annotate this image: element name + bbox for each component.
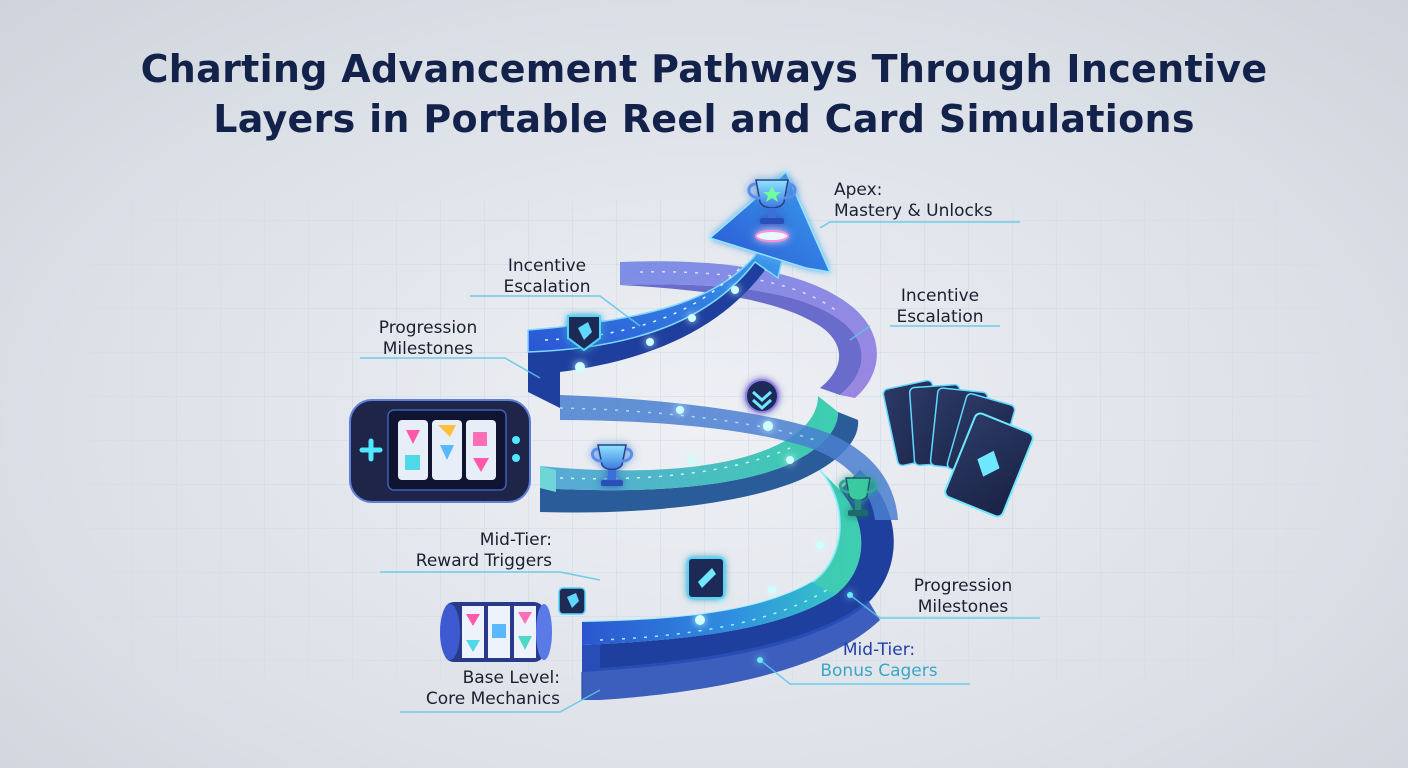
milestone-node — [763, 421, 773, 431]
title-line-1: Charting Advancement Pathways Through In… — [140, 47, 1268, 91]
milestone-node — [731, 286, 739, 294]
callout-line — [849, 594, 1040, 619]
callout-line — [400, 689, 601, 713]
callout-line — [360, 357, 541, 379]
shield-badge-icon — [567, 315, 601, 352]
milestone-node — [688, 314, 696, 322]
label-line: Milestones — [917, 597, 1009, 617]
trophy-icon — [591, 444, 633, 486]
milestone-node — [695, 615, 705, 625]
label-apex: Apex: Mastery & Unlocks — [834, 180, 993, 222]
milestone-node — [575, 362, 585, 372]
label-mid-tier-reward-triggers: Mid-Tier: Reward Triggers — [374, 530, 552, 572]
milestone-node — [676, 406, 684, 414]
playing-card-icon — [687, 557, 725, 599]
label-line: Mid-Tier: — [479, 530, 552, 550]
label-incentive-escalation-left: Incentive Escalation — [492, 256, 602, 298]
callout-dot — [757, 657, 763, 663]
chevron-badge-icon — [745, 379, 779, 413]
label-line: Bonus Cagers — [820, 661, 938, 681]
label-line: Base Level: — [462, 668, 560, 688]
label-progression-milestones-left: Progression Milestones — [362, 318, 494, 360]
label-base-level-core-mechanics: Base Level: Core Mechanics — [394, 668, 560, 710]
label-line: Milestones — [382, 339, 474, 359]
slot-reel-icon — [398, 420, 496, 480]
label-line: Progression — [913, 576, 1013, 596]
page-title: Charting Advancement Pathways Through In… — [0, 44, 1408, 144]
playing-card-fan — [882, 379, 1034, 518]
milestone-nodes — [575, 286, 824, 625]
label-line: Progression — [378, 318, 478, 338]
label-mid-tier-bonus-cagers: Mid-Tier: Bonus Cagers — [806, 640, 952, 682]
milestone-node — [786, 456, 794, 464]
milestone-node — [646, 338, 654, 346]
callout-line — [819, 221, 1020, 229]
callout-line — [380, 571, 601, 581]
milestone-node — [768, 586, 776, 594]
label-line: Incentive — [507, 256, 587, 276]
trophy-icon — [838, 477, 878, 516]
label-apex-line2: Mastery & Unlocks — [834, 201, 993, 221]
label-line: Escalation — [503, 277, 591, 297]
callout-dot — [847, 592, 853, 598]
upper-layer-path — [620, 261, 877, 398]
callout-line — [759, 659, 970, 685]
label-line: Reward Triggers — [415, 551, 552, 571]
callout-line — [470, 295, 641, 327]
slot-reel-icon — [440, 602, 552, 662]
shield-badge-icon — [558, 587, 586, 615]
label-line: Incentive — [900, 286, 980, 306]
milestone-node — [816, 541, 824, 549]
callout-lines — [360, 221, 1040, 713]
label-progression-milestones-right: Progression Milestones — [896, 576, 1030, 618]
handheld-console-icon — [349, 399, 531, 503]
milestone-node — [688, 456, 696, 464]
label-incentive-escalation-right: Incentive Escalation — [880, 286, 1000, 328]
mid-tier-path — [540, 395, 898, 520]
callout-line — [849, 325, 871, 341]
label-apex-line1: Apex: — [834, 180, 883, 200]
title-line-2: Layers in Portable Reel and Card Simulat… — [213, 97, 1195, 141]
label-line: Mid-Tier: — [842, 640, 916, 660]
base-layer-path — [581, 469, 894, 700]
label-line: Escalation — [896, 307, 984, 327]
trophy-icon — [747, 179, 797, 242]
label-line: Core Mechanics — [425, 689, 560, 709]
